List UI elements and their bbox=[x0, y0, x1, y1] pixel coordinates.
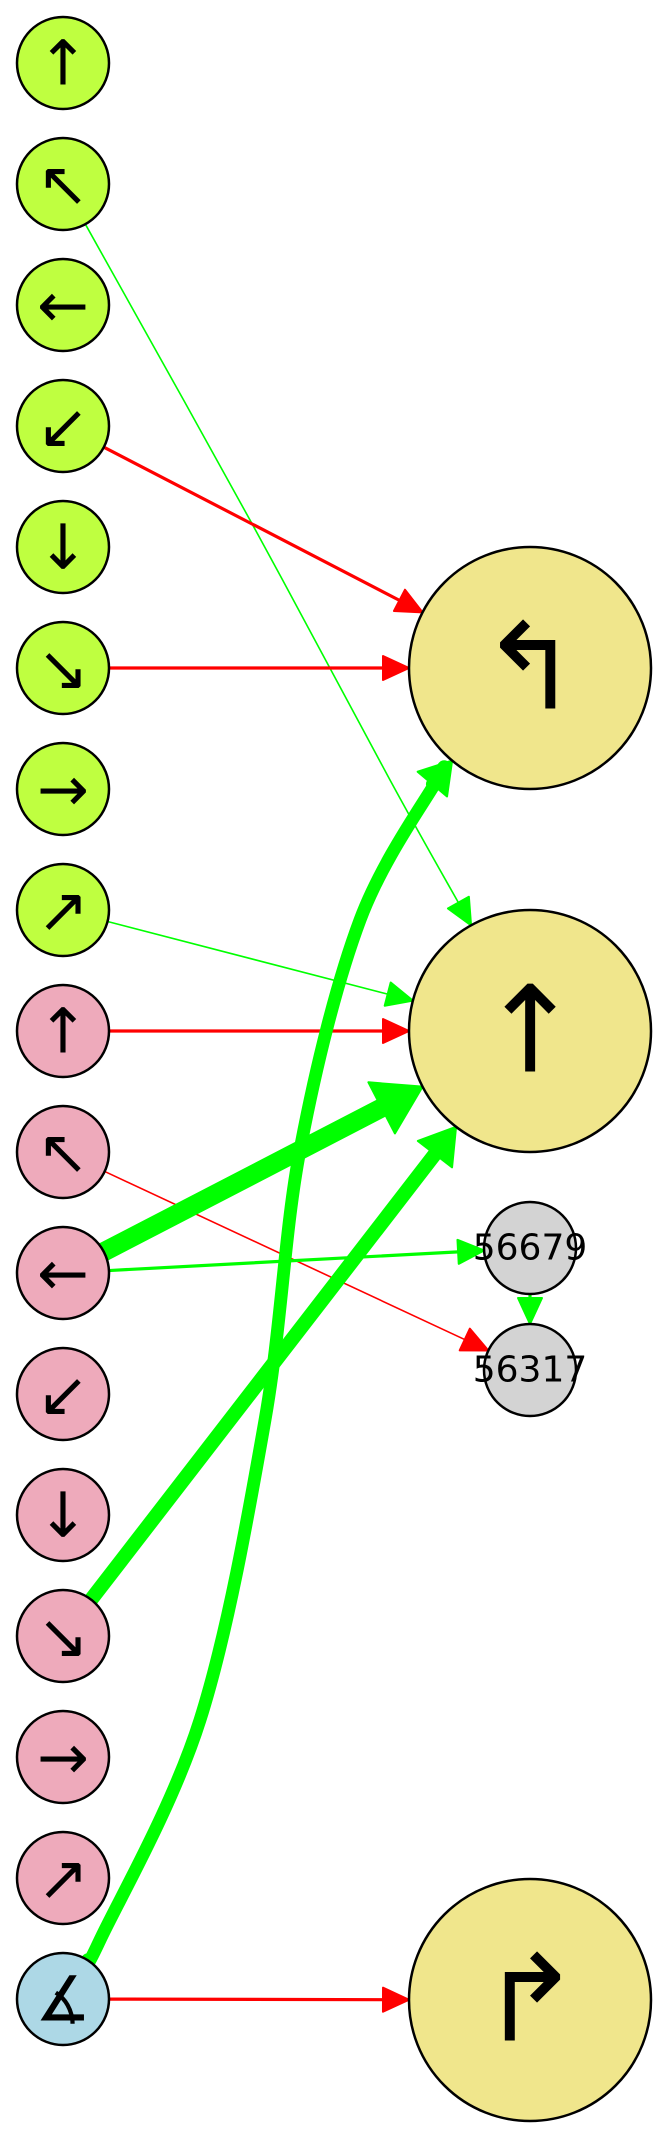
node-circle bbox=[15, 378, 111, 474]
direction-glyph-icon: ↓ bbox=[37, 1479, 89, 1552]
node-circle bbox=[482, 1200, 578, 1296]
edge-arrowhead bbox=[416, 1125, 458, 1169]
direction-glyph-icon: ↘ bbox=[37, 632, 89, 705]
node-p3[interactable]: ↙ bbox=[15, 1346, 111, 1442]
node-circle bbox=[15, 741, 111, 837]
edge-arrowhead bbox=[446, 895, 473, 927]
edge-arrowhead bbox=[458, 1327, 490, 1352]
edges-layer bbox=[80, 223, 543, 2013]
node-circle bbox=[15, 136, 111, 232]
edge-arrowhead bbox=[517, 1297, 543, 1325]
direction-glyph-icon: ↑ bbox=[480, 962, 581, 1101]
edge-b0-to-turn_right bbox=[107, 1997, 385, 2002]
node-n56317[interactable]: 56317 bbox=[473, 1322, 588, 1418]
direction-glyph-icon: ← bbox=[37, 269, 89, 342]
direction-glyph-icon: ↱ bbox=[480, 1931, 581, 2070]
nodes-layer: ↑ ↖ ← ↙ ↓ ↘ → ↗ ↑ ↖ ← ↙ ↓ ↘ → ↗ ∡ ↰ ↑ ↱ 56679 56317 bbox=[15, 15, 653, 2123]
direction-glyph-icon: ↘ bbox=[37, 1600, 89, 1673]
node-g0[interactable]: ↑ bbox=[15, 15, 111, 111]
node-n56679[interactable]: 56679 bbox=[473, 1200, 588, 1296]
node-g5[interactable]: ↘ bbox=[15, 620, 111, 716]
direction-glyph-icon: ← bbox=[37, 1237, 89, 1310]
direction-glyph-icon: → bbox=[37, 753, 89, 826]
node-turn-left[interactable]: ↰ bbox=[407, 545, 653, 791]
node-circle bbox=[15, 1467, 111, 1563]
edge-arrowhead bbox=[456, 1238, 486, 1265]
direction-glyph-icon: ↗ bbox=[37, 874, 89, 947]
direction-glyph-icon: ↙ bbox=[37, 390, 89, 463]
node-straight[interactable]: ↑ bbox=[407, 908, 653, 1154]
node-circle bbox=[15, 983, 111, 1079]
node-circle bbox=[15, 1588, 111, 1684]
direction-glyph-icon: ↰ bbox=[480, 599, 581, 738]
node-circle bbox=[407, 908, 653, 1154]
node-circle bbox=[15, 1830, 111, 1926]
node-p5[interactable]: ↘ bbox=[15, 1588, 111, 1684]
edge-arrowhead bbox=[367, 1081, 424, 1135]
node-p7[interactable]: ↗ bbox=[15, 1830, 111, 1926]
node-circle bbox=[15, 15, 111, 111]
edge-arrowhead bbox=[382, 1018, 410, 1044]
edge-g3-to-turn_left bbox=[102, 445, 402, 602]
edge-p2-to-straight bbox=[94, 1098, 392, 1262]
direction-glyph-icon: ↙ bbox=[37, 1358, 89, 1431]
node-b0[interactable]: ∡ bbox=[15, 1951, 111, 2047]
direction-glyph-icon: ↓ bbox=[37, 511, 89, 584]
node-circle bbox=[15, 1951, 111, 2047]
edge-g1-to-straight bbox=[84, 223, 460, 904]
edge-arrowhead bbox=[382, 655, 410, 681]
node-g7[interactable]: ↗ bbox=[15, 862, 111, 958]
node-p6[interactable]: → bbox=[15, 1709, 111, 1805]
node-id-label: 56317 bbox=[473, 1350, 588, 1391]
direction-glyph-icon: ↑ bbox=[37, 27, 89, 100]
node-g3[interactable]: ↙ bbox=[15, 378, 111, 474]
node-turn-right[interactable]: ↱ bbox=[407, 1877, 653, 2123]
edge-arrowhead bbox=[381, 1986, 411, 2013]
direction-glyph-icon: ↖ bbox=[37, 148, 89, 221]
node-g2[interactable]: ← bbox=[15, 257, 111, 353]
node-p2[interactable]: ← bbox=[15, 1225, 111, 1321]
node-circle bbox=[15, 620, 111, 716]
node-circle bbox=[15, 1225, 111, 1321]
node-circle bbox=[407, 545, 653, 791]
node-p1[interactable]: ↖ bbox=[15, 1104, 111, 1200]
node-g6[interactable]: → bbox=[15, 741, 111, 837]
node-circle bbox=[15, 1709, 111, 1805]
node-circle bbox=[15, 1346, 111, 1442]
node-id-label: 56679 bbox=[473, 1228, 588, 1269]
node-circle bbox=[15, 257, 111, 353]
node-g1[interactable]: ↖ bbox=[15, 136, 111, 232]
edge-arrowhead bbox=[392, 588, 424, 614]
node-circle bbox=[15, 1104, 111, 1200]
direction-glyph-icon: ↖ bbox=[37, 1116, 89, 1189]
node-p0[interactable]: ↑ bbox=[15, 983, 111, 1079]
node-p4[interactable]: ↓ bbox=[15, 1467, 111, 1563]
direction-glyph-icon: → bbox=[37, 1721, 89, 1794]
direction-glyph-icon: ↑ bbox=[37, 995, 89, 1068]
node-circle bbox=[482, 1322, 578, 1418]
node-circle bbox=[407, 1877, 653, 2123]
edge-p5-to-straight bbox=[83, 1146, 443, 1607]
edge-arrowhead bbox=[383, 981, 414, 1007]
direction-glyph-icon: ∡ bbox=[35, 1963, 91, 2036]
edge-b0-to-turn_left bbox=[80, 760, 451, 1971]
node-g4[interactable]: ↓ bbox=[15, 499, 111, 595]
node-circle bbox=[15, 499, 111, 595]
direction-glyph-icon: ↗ bbox=[37, 1842, 89, 1915]
edge-arrowhead bbox=[416, 759, 454, 798]
node-circle bbox=[15, 862, 111, 958]
